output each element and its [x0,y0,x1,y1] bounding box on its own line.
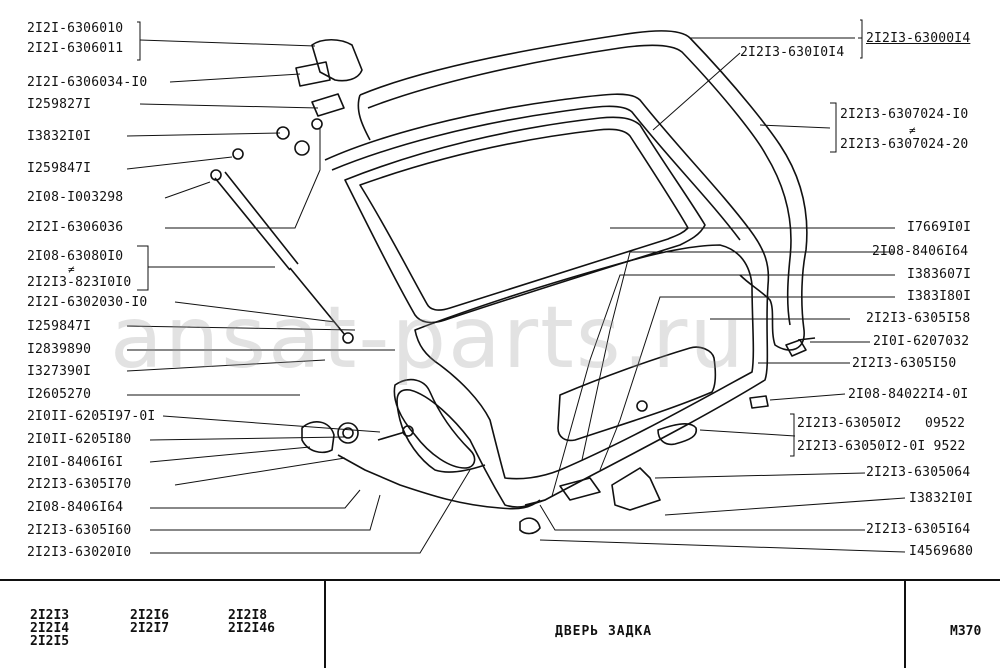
part-label-right: 2I0I-6207032 [873,334,970,349]
part-label-left: 2I0I-8406I6I [27,455,124,470]
gas-strut-rod [289,267,346,336]
lamp-socket [636,400,648,412]
neq-symbol: ≠ [909,124,916,137]
part-label-right: I383I80I [907,289,972,304]
hinge-right [611,467,661,511]
part-label-left: 2I2I-6306011 [27,41,124,56]
part-label-left: 2I2I-6306034-I0 [27,75,148,90]
handle-pad [657,423,698,446]
model-list-col2: 2I2I6 2I2I7 [130,609,169,635]
model-code: 2I2I3 [30,608,70,623]
model-code: 2I2I5 [30,634,70,649]
part-label-left: I3832I0I [27,129,92,144]
model-code: 2I2I46 [228,621,275,636]
part-label-right: 2I2I3-6305I58 [866,311,971,326]
part-label-left: 2I08-63080I0 [27,249,124,264]
part-label-right: 2I08-8406I64 [872,244,969,259]
part-label-right: 2I2I3-63000I4 [866,31,971,46]
model-code: 2I2I8 [228,608,268,623]
part-label-left: I327390I [27,364,92,379]
part-label-left: I2605270 [27,387,92,402]
model-code: 2I2I4 [30,621,70,636]
door-corner-left [393,378,476,469]
spring [524,499,546,506]
part-label-left: 2I2I-6302030-I0 [27,295,148,310]
light-bulb [785,339,807,357]
model-code: 2I2I7 [130,621,170,636]
part-label-right: 2I2I3-630I0I4 [740,45,845,60]
part-label-right: I383607I [907,267,972,282]
bolt [377,431,406,441]
door-inner-edge [331,105,741,241]
part-label-left: 2I2I3-6305I70 [27,477,132,492]
handle-bracket [559,477,601,501]
license-recess [557,346,717,442]
lock-cylinder-inner [342,427,354,439]
nut-2 [311,118,323,130]
strut-ball-top [210,169,222,181]
part-label-right: 2I2I3-6305064 [866,465,971,480]
lock-body [301,421,335,454]
exploded-diagram [126,19,906,554]
part-label-left: 2I2I-6306010 [27,21,124,36]
rod-link [337,454,541,510]
model-code: 2I2I6 [130,608,170,623]
part-label-right: 2I2I3-6307024-I0 [840,107,969,122]
part-label-left: I2839890 [27,342,92,357]
wingnut [519,517,541,535]
part-label-left: 2I08-8406I64 [27,500,124,515]
door-lower-panel [414,244,755,480]
part-label-left: 2I2I3-6305I60 [27,523,132,538]
part-label-right: I7669I0I [907,220,972,235]
model-list-col1: 2I2I3 2I2I4 2I2I5 [30,609,69,648]
gas-strut-body [214,171,299,271]
part-label-left: 2I2I3-823I0I0 [27,275,132,290]
light-bulb-2 [749,395,769,409]
tailgate-seal-inner [367,44,792,326]
hinge-plate [311,93,345,117]
window-glass [359,128,689,311]
part-label-right: 2I2I3-6305I50 [852,356,957,371]
part-label-right: I4569680 [909,544,974,559]
part-label-left: 2I0II-6205I80 [27,432,132,447]
bushing [294,140,310,156]
part-label-left: 2I0II-6205I97-0I [27,409,156,424]
part-label-left: I259847I [27,319,92,334]
part-label-right: 2I2I3-6305I64 [866,522,971,537]
window-frame-outer [344,116,706,324]
lock-cylinder [337,422,359,444]
neq-symbol: ≠ [68,263,75,276]
hinge-cover [311,38,363,82]
bolt-head [402,425,414,437]
title-block: 2I2I3 2I2I4 2I2I5 2I2I6 2I2I7 2I2I8 2I2I… [0,579,1000,668]
part-label-right: 2I2I3-63050I2 [797,416,902,431]
seal-left-drop [357,94,371,141]
part-label-left: 2I2I3-63020I0 [27,545,132,560]
part-label-left: I259827I [27,97,92,112]
tailgate-seal-outline [359,30,808,351]
part-label-left: 2I2I-6306036 [27,220,124,235]
title-divider [904,581,906,668]
part-label-right: 2I08-84022I4-0I [848,387,969,402]
bumper [797,337,816,341]
model-list-col3: 2I2I8 2I2I46 [228,609,275,635]
part-label-right: 2I2I3-63050I2-0I 9522 [797,439,966,454]
part-label-right: 2I2I3-6307024-20 [840,137,969,152]
part-label-left: 2I08-I003298 [27,190,124,205]
part-label-right: I3832I0I [909,491,974,506]
diagram-title: ДВЕРЬ ЗАДКА [555,624,653,639]
strut-ball-bottom [342,332,354,344]
title-divider [324,581,326,668]
part-label-right: 09522 [925,416,966,431]
washer [232,148,244,160]
door-outline [324,93,770,508]
sheet-number: M370 [950,624,982,639]
part-label-left: I259847I [27,161,92,176]
hinge-bracket [295,61,331,87]
